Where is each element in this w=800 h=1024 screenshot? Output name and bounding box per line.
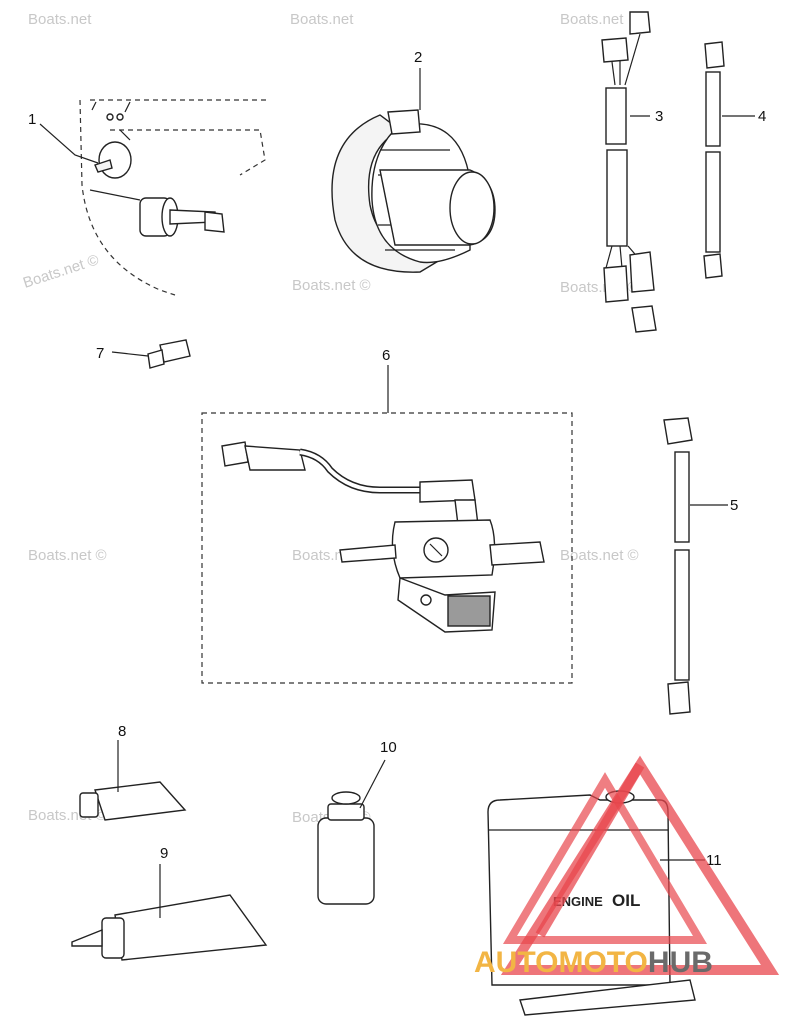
watermark: Boats.net © [292, 277, 371, 294]
brand-part-hub: HUB [648, 946, 713, 979]
brand-part-moto: MOTO [558, 946, 647, 979]
part-7-pin: 7 [96, 339, 191, 369]
watermark: Boats.net [560, 11, 624, 28]
watermark: Boats.net © [560, 547, 639, 564]
part-2-cover: 2 [331, 49, 496, 273]
part-9-large-tube: 9 [71, 845, 268, 961]
part-1-engine-fitting: Boats.net © 1 [21, 99, 270, 296]
label-11: 11 [706, 852, 722, 869]
part-4-lead: 4 [703, 41, 766, 279]
label-7: 7 [96, 345, 104, 362]
part-3-wiring-harness: 3 [601, 11, 663, 333]
watermark: Boats.net [290, 11, 354, 28]
watermark: Boats.net [28, 11, 92, 28]
brand-logo: AUTOMOTOHUB [474, 755, 780, 979]
part-5-lead: 5 [663, 417, 738, 715]
watermark: Boats.net © [21, 251, 101, 291]
part-8-small-tube: 8 [79, 723, 187, 821]
label-1: 1 [28, 111, 36, 128]
part-10-bottle: 10 [317, 739, 397, 905]
part-6-fuel-pump-assembly: 6 [201, 347, 573, 684]
label-9: 9 [160, 845, 168, 862]
label-5: 5 [730, 497, 738, 514]
label-10: 10 [380, 739, 397, 756]
label-8: 8 [118, 723, 126, 740]
label-2: 2 [414, 49, 422, 66]
label-3: 3 [655, 108, 663, 125]
label-4: 4 [758, 108, 766, 125]
label-6: 6 [382, 347, 390, 364]
watermarks: Boats.net Boats.net Boats.net Boats.net … [28, 11, 639, 826]
brand-text: AUTOMOTOHUB [474, 946, 713, 979]
canister-label-oil: OIL [612, 891, 640, 910]
watermark: Boats.net © [28, 547, 107, 564]
brand-part-auto: AUTO [474, 946, 558, 979]
